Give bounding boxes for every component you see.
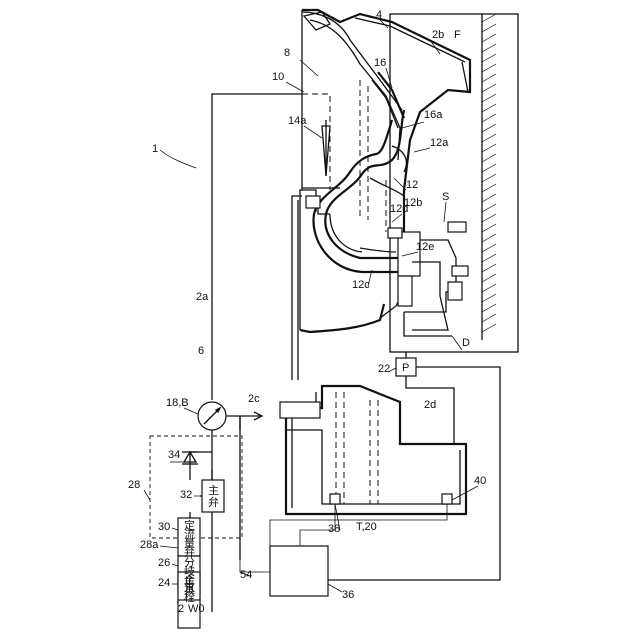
hatch-line: [482, 204, 496, 212]
hatch-line: [482, 44, 496, 52]
label-28: 28: [128, 479, 140, 491]
label-2c: 2c: [248, 393, 260, 405]
tank: [280, 386, 466, 514]
label-24: 24: [158, 577, 170, 589]
label-2b: 2b: [432, 29, 444, 41]
hatch-line: [482, 94, 496, 102]
hatch-line: [482, 74, 496, 82]
label-s: S: [442, 191, 449, 203]
label-4: 4: [376, 9, 382, 21]
label-26: 26: [158, 557, 170, 569]
label-d: D: [462, 337, 470, 349]
hatch-line: [482, 144, 496, 152]
hatch-line: [482, 224, 496, 232]
label-f: F: [454, 29, 461, 41]
hatch-line: [482, 84, 496, 92]
label-34: 34: [168, 449, 180, 461]
sensor-40-box: [442, 494, 452, 504]
check-valve: [182, 452, 212, 480]
label-40: 40: [474, 475, 486, 487]
label-32: 32: [180, 489, 192, 501]
label-10: 10: [272, 71, 284, 83]
label-2a: 2a: [196, 291, 209, 303]
hatch-line: [482, 294, 496, 302]
stop-cock-text: 止水栓: [184, 573, 195, 604]
hatch-line: [482, 54, 496, 62]
label-12a: 12a: [430, 137, 449, 149]
cjk-char: 弁: [208, 495, 219, 509]
hatch-line: [482, 254, 496, 262]
main-valve-text: 主弁: [208, 484, 219, 509]
flow-valve-text: 定流量弁: [184, 518, 195, 559]
label-36: 36: [342, 589, 354, 601]
hatch-line: [482, 34, 496, 42]
label-14a: 14a: [288, 115, 307, 127]
hatch-line: [482, 324, 496, 332]
label-28a: 28a: [140, 539, 159, 551]
hatch-line: [482, 164, 496, 172]
hatch-line: [482, 154, 496, 162]
label-tank: T,20: [356, 521, 377, 533]
label-2d: 2d: [424, 399, 436, 411]
label-16a: 16a: [424, 109, 443, 121]
hatch-line: [482, 184, 496, 192]
label-6: 6: [198, 345, 204, 357]
label-12c: 12c: [352, 279, 370, 291]
label-18b: 18,B: [166, 397, 189, 409]
hatch-line: [482, 24, 496, 32]
hatch-line: [482, 114, 496, 122]
hatch-line: [482, 264, 496, 272]
hatch-line: [482, 124, 496, 132]
hatch-line: [482, 194, 496, 202]
controller-box: [270, 546, 328, 596]
label-supply-line: 2: [178, 603, 184, 615]
floor-wall: [482, 14, 496, 340]
hatch-line: [482, 104, 496, 112]
hatch-line: [482, 284, 496, 292]
label-38: 38: [328, 523, 340, 535]
hatch-line: [482, 234, 496, 242]
sensor-38-box: [330, 494, 340, 504]
label-8: 8: [284, 47, 290, 59]
label-30: 30: [158, 521, 170, 533]
hatch-line: [482, 244, 496, 252]
hatch-line: [482, 214, 496, 222]
hatch-line: [482, 174, 496, 182]
hatch-line: [482, 14, 496, 22]
pipe-2a: [212, 94, 330, 400]
label-12: 12: [406, 179, 418, 191]
hatch-line: [482, 314, 496, 322]
hatch-line: [482, 134, 496, 142]
label-system: 1: [152, 143, 158, 155]
pump-symbol: P: [402, 362, 409, 374]
label-12d: 12d: [390, 203, 408, 215]
label-22: 22: [378, 363, 390, 375]
hatch-line: [482, 304, 496, 312]
hatch-line: [482, 274, 496, 282]
cjk-char: 栓: [184, 590, 195, 604]
label-12e: 12e: [416, 241, 434, 253]
label-54: 54: [240, 569, 252, 581]
cjk-char: 主: [208, 484, 219, 497]
label-w0: W0: [188, 603, 205, 615]
label-16: 16: [374, 57, 386, 69]
hatch-line: [482, 64, 496, 72]
